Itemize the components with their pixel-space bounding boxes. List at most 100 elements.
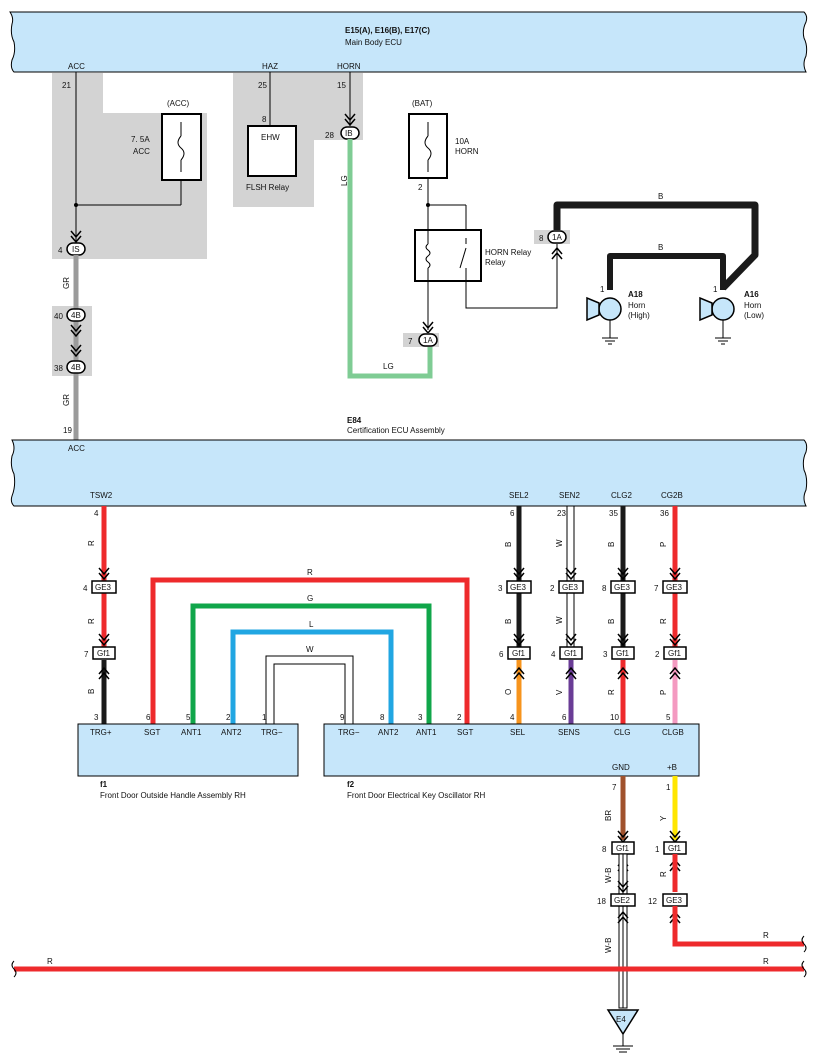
svg-text:4: 4 (83, 584, 88, 593)
cert-pin-num-36: 36 (660, 509, 669, 518)
horn-relay-box (414, 229, 482, 282)
pin-name-acc-top: ACC (68, 62, 85, 71)
conn-4b40 (66, 308, 86, 322)
cert-ecu-name: Certification ECU Assembly (347, 426, 445, 435)
conn-1a8 (547, 230, 567, 244)
conn-4b38 (66, 360, 86, 374)
wire-label-g: G (307, 594, 313, 603)
svg-text:R: R (659, 618, 668, 624)
svg-text:6: 6 (146, 713, 151, 722)
svg-text:2: 2 (226, 713, 231, 722)
svg-text:4B: 4B (71, 311, 81, 320)
f1-code: f1 (100, 780, 108, 789)
svg-text:Y: Y (659, 815, 668, 821)
svg-text:4: 4 (551, 650, 556, 659)
ge3-conn-1 (91, 580, 117, 594)
cert-pin-name-sen2: SEN2 (559, 491, 580, 500)
svg-text:1A: 1A (423, 336, 433, 345)
svg-text:P: P (659, 690, 668, 695)
svg-text:R: R (607, 689, 616, 695)
svg-text:Gf1: Gf1 (616, 844, 629, 853)
conn-4b38-pin: 38 (54, 364, 63, 373)
svg-text:ANT1: ANT1 (181, 728, 202, 737)
cert-pin-num-6: 6 (510, 509, 515, 518)
wire-label-lg-2: LG (383, 362, 394, 371)
ground-e4-icon (606, 1009, 640, 1036)
svg-text:7: 7 (654, 584, 659, 593)
gf1-conn-2 (507, 646, 531, 660)
f2-name: Front Door Electrical Key Oscillator RH (347, 791, 485, 800)
svg-text:8: 8 (380, 713, 385, 722)
svg-text:SGT: SGT (144, 728, 161, 737)
svg-text:Gf1: Gf1 (616, 649, 629, 658)
acc-pin-name: ACC (68, 444, 85, 453)
svg-text:4: 4 (510, 713, 515, 722)
flsh-pin: 8 (262, 115, 267, 124)
cert-pin-num-35: 35 (609, 509, 618, 518)
cert-pin-num-23: 23 (557, 509, 566, 518)
svg-text:B: B (87, 689, 96, 694)
svg-text:R: R (87, 618, 96, 624)
wire-lg (347, 139, 433, 379)
svg-text:W: W (555, 616, 564, 624)
svg-text:5: 5 (666, 713, 671, 722)
svg-text:10: 10 (610, 713, 619, 722)
svg-text:Gf1: Gf1 (668, 844, 681, 853)
svg-text:IB: IB (345, 129, 353, 138)
horn-low-name: Horn (744, 301, 761, 310)
svg-text:GE3: GE3 (95, 583, 112, 592)
svg-text:7: 7 (612, 783, 617, 792)
svg-text:CLGB: CLGB (662, 728, 684, 737)
pin-name-haz: HAZ (262, 62, 278, 71)
f2-box (323, 723, 700, 777)
conn-4b40-pin: 40 (54, 312, 63, 321)
svg-text:GE3: GE3 (666, 583, 683, 592)
wire-label-b-1: B (658, 192, 663, 201)
wire-label-w: W (306, 645, 314, 654)
wire-label-r-top: R (307, 568, 313, 577)
svg-text:W-B: W-B (604, 868, 613, 883)
ge3-conn-5 (662, 580, 688, 594)
svg-text:B: B (504, 542, 513, 547)
cert-pin-name-tsw2: TSW2 (90, 491, 113, 500)
pin-num-21: 21 (62, 81, 71, 90)
svg-text:SEL: SEL (510, 728, 526, 737)
f2-code: f2 (347, 780, 355, 789)
svg-text:3: 3 (418, 713, 423, 722)
svg-text:R: R (87, 540, 96, 546)
horn-relay-sub: Relay (485, 258, 505, 267)
fuse-bat-pin: 2 (418, 183, 423, 192)
ge3-row (98, 567, 681, 581)
svg-text:8: 8 (602, 584, 607, 593)
svg-text:18: 18 (597, 897, 606, 906)
svg-text:BR: BR (604, 810, 613, 821)
svg-text:ANT2: ANT2 (378, 728, 399, 737)
svg-text:1: 1 (262, 713, 267, 722)
svg-text:GE3: GE3 (510, 583, 527, 592)
fuse-acc-group: (ACC) (167, 99, 190, 108)
ge3-conn-3 (558, 580, 584, 594)
svg-text:O: O (504, 689, 513, 695)
svg-text:W-B: W-B (604, 938, 613, 953)
svg-text:TRG+: TRG+ (90, 728, 112, 737)
svg-text:1: 1 (655, 845, 660, 854)
svg-text:1: 1 (666, 783, 671, 792)
svg-text:IS: IS (72, 245, 80, 254)
wire-label-gr-1: GR (62, 277, 71, 289)
flsh-relay-label: EHW (261, 133, 280, 142)
horn-low-code: A16 (744, 290, 759, 299)
svg-text:B: B (504, 619, 513, 624)
horn-high-pin: 1 (600, 285, 605, 294)
wire-label-gr-2: GR (62, 394, 71, 406)
f1-name: Front Door Outside Handle Assembly RH (100, 791, 246, 800)
horn-high-name: Horn (628, 301, 645, 310)
gf1-conn-1 (92, 646, 116, 660)
svg-text:GE3: GE3 (666, 896, 683, 905)
cert-ecu-block (10, 439, 808, 507)
pin-num-25: 25 (258, 81, 267, 90)
flsh-relay-name: FLSH Relay (246, 183, 289, 192)
gf1-conn-3 (559, 646, 583, 660)
svg-text:Gf1: Gf1 (668, 649, 681, 658)
cert-pin-name-sel2: SEL2 (509, 491, 529, 500)
